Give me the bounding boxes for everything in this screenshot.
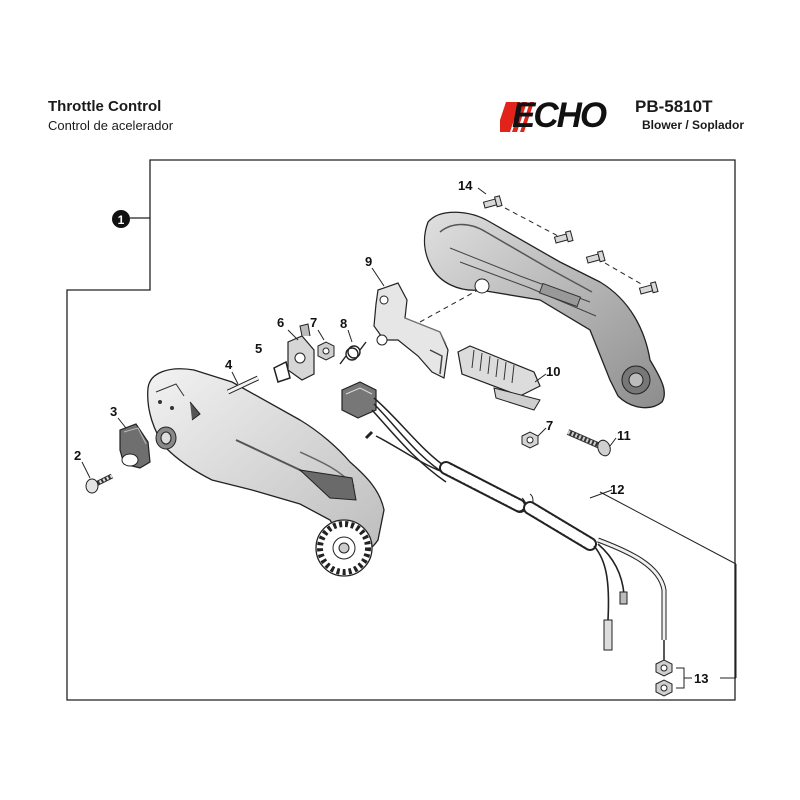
hex-bolt [566, 429, 611, 457]
pivot-pin [226, 375, 260, 395]
handle-body [147, 368, 385, 553]
assembly-frame [66, 159, 736, 701]
callout-10: 10 [546, 364, 560, 379]
wire-terminal [603, 619, 613, 651]
callout-7: 7 [310, 315, 317, 330]
callout-14: 14 [458, 178, 473, 193]
torsion-spring [339, 341, 367, 365]
callout-6: 6 [277, 315, 284, 330]
callout-13: 13 [694, 671, 708, 686]
cable-nuts [655, 659, 673, 697]
retaining-clip [273, 360, 291, 383]
page-title: Throttle Control [48, 98, 162, 115]
callout-2: 2 [74, 448, 81, 463]
hex-nut-lower [521, 431, 539, 449]
callout-3: 3 [110, 404, 117, 419]
callout-11: 11 [617, 428, 631, 443]
handle-dial-gear [315, 519, 373, 577]
model-subtitle: Blower / Soplador [642, 118, 745, 132]
throttle-trigger [373, 282, 449, 379]
throttle-lever [287, 323, 315, 381]
wire-terminal [619, 591, 628, 605]
callout-5: 5 [255, 341, 262, 356]
callout-9: 9 [365, 254, 372, 269]
cover-screws [482, 195, 659, 295]
throttle-lockout [119, 423, 151, 469]
model-number: PB-5810T [635, 97, 713, 116]
logo-stripes [500, 102, 534, 132]
assembly-marker-badge [112, 210, 130, 228]
callout-12: 12 [610, 482, 624, 497]
handle-cover [423, 211, 665, 409]
echo-logo [500, 102, 534, 132]
hex-nut-upper [317, 341, 335, 361]
callout-7-lower: 7 [546, 418, 553, 433]
wire-harness [341, 381, 667, 660]
lockout-screw [85, 473, 114, 494]
callout-8: 8 [340, 316, 347, 331]
brand-wordmark: ECHO [512, 96, 607, 135]
assembly-marker-number: 1 [118, 213, 125, 227]
stop-switch-slider [457, 345, 541, 411]
callout-4: 4 [225, 357, 233, 372]
page-subtitle: Control de acelerador [48, 118, 174, 133]
